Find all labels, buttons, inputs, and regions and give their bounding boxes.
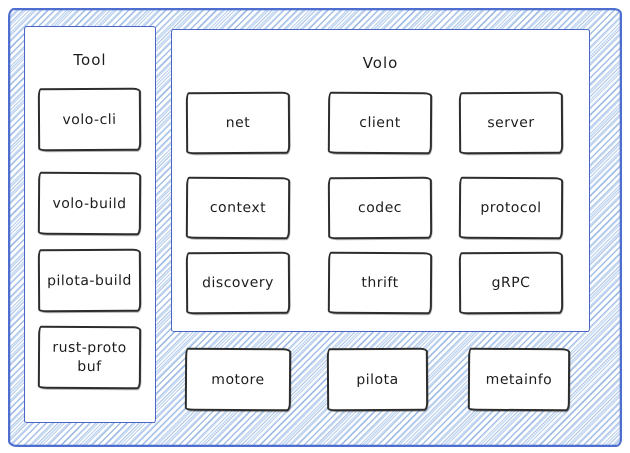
volo-panel: Volo net client server context codec pro…: [171, 29, 590, 332]
box-thrift: thrift: [327, 251, 433, 315]
tool-panel: Tool volo-cli volo-build pilota-build ru…: [24, 26, 156, 423]
box-motore: motore: [184, 347, 292, 412]
box-protocol: protocol: [458, 176, 564, 240]
box-server: server: [458, 91, 564, 155]
box-discovery: discovery: [185, 251, 291, 315]
box-codec: codec: [327, 176, 433, 240]
tool-panel-title: Tool: [73, 51, 107, 69]
box-net: net: [185, 91, 291, 155]
box-context: context: [185, 176, 291, 240]
box-volo-cli: volo-cli: [37, 87, 142, 152]
box-pilota: pilota: [326, 347, 429, 412]
volo-panel-title: Volo: [362, 54, 399, 72]
box-grpc: gRPC: [458, 251, 564, 315]
box-metainfo: metainfo: [467, 347, 571, 412]
box-pilota-build: pilota-build: [37, 248, 142, 313]
box-rust-protobuf: rust-protobuf: [37, 325, 142, 390]
box-client: client: [327, 91, 433, 155]
box-volo-build: volo-build: [37, 171, 142, 236]
